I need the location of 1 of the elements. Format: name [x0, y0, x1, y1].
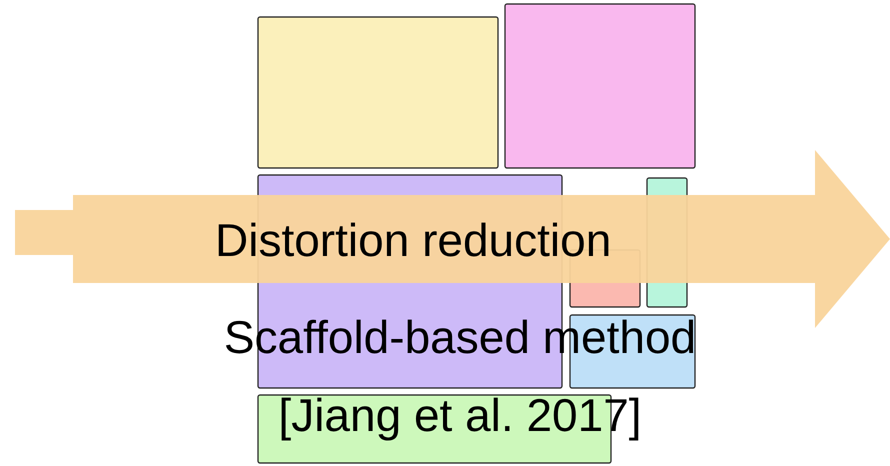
arrow-label: Distortion reduction [215, 214, 612, 266]
